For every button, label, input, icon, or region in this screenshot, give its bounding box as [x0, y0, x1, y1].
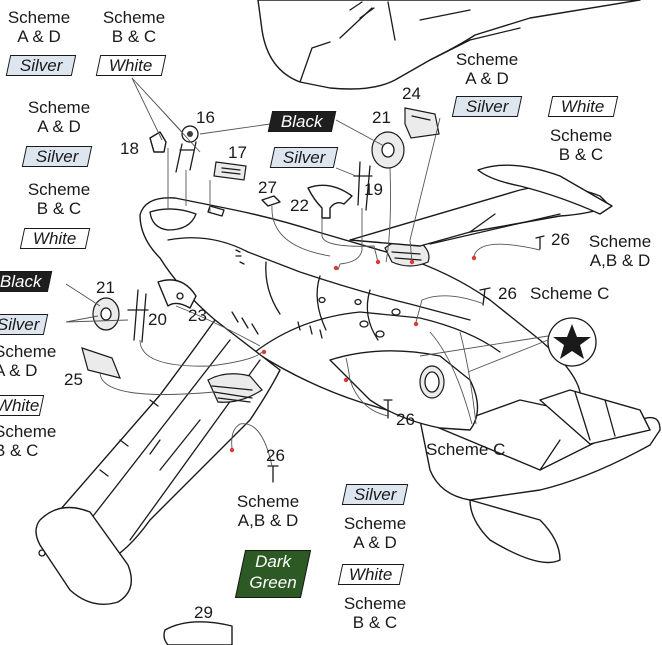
color-box-silver-2: Silver [21, 146, 93, 167]
part-17-shape [213, 161, 247, 181]
color-box-silver-5: Silver [451, 96, 523, 117]
part-number-25: 25 [64, 370, 83, 389]
part-23-door [157, 279, 197, 309]
left-tip-tank [35, 506, 132, 605]
part-19-strut [353, 161, 373, 211]
part-number-26-d: 26 [266, 446, 285, 465]
part-25-panel [81, 347, 121, 379]
attachment-markers [229, 255, 477, 453]
part-number-26-a: 26 [551, 230, 570, 249]
scheme-label-bc-4: Scheme B & C [549, 126, 613, 164]
tail-boom [419, 389, 661, 564]
scheme-label-ad-4: Scheme A & D [455, 50, 519, 88]
color-box-black-2: Black [0, 271, 53, 292]
fuselage [139, 197, 581, 424]
gear-bay [207, 373, 263, 403]
scheme-label-ad-2: Scheme A & D [27, 98, 91, 136]
star-insignia-icon [547, 317, 597, 367]
part-number-24: 24 [402, 84, 421, 103]
scheme-label-ad-1: Scheme A & D [7, 8, 71, 46]
part-27-shape [261, 195, 281, 207]
part-number-29: 29 [194, 603, 213, 622]
scheme-label-bc-3: Scheme B & C [0, 422, 57, 460]
scheme-label-ad-3: Scheme A & D [0, 342, 57, 380]
part-21-left-wheel [92, 297, 120, 331]
scheme-label-ad-5: Scheme A & D [343, 514, 407, 552]
color-box-silver-4: Silver [269, 147, 339, 168]
part-number-16: 16 [196, 108, 215, 127]
scheme-label-bc-5: Scheme B & C [343, 594, 407, 632]
color-box-white-3: White [0, 395, 45, 416]
scheme-label-abd-2: Scheme A,B & D [236, 492, 300, 530]
color-box-silver-6: Silver [341, 484, 409, 505]
color-box-white-5: White [337, 564, 405, 585]
color-box-white-4: White [547, 96, 619, 117]
scheme-label-bc-2: Scheme B & C [27, 180, 91, 218]
scheme-label-abd-1: Scheme A,B & D [588, 232, 652, 270]
part-number-17: 17 [228, 143, 247, 162]
color-box-white-2: White [19, 228, 91, 249]
scheme-label-c-1: Scheme C [530, 284, 610, 303]
engine-intake [329, 350, 479, 431]
part-16-shape [175, 125, 199, 173]
color-box-dark-green: Dark Green [234, 550, 312, 598]
part-24-shape [404, 107, 440, 139]
part-number-27: 27 [258, 178, 277, 197]
part-number-19: 19 [364, 180, 383, 199]
right-wing [349, 164, 613, 247]
upper-aircraft-outline [257, 0, 641, 90]
part-18-shape [149, 131, 167, 153]
part-number-20: 20 [148, 310, 167, 329]
color-box-silver-1: Silver [5, 55, 77, 76]
part-number-26-c: 26 [396, 410, 415, 429]
leader-lines [65, 77, 549, 467]
part-21-right-wheel [371, 131, 405, 169]
scheme-label-bc-1: Scheme B & C [102, 8, 166, 46]
part-number-18: 18 [120, 139, 139, 158]
part-number-22: 22 [290, 196, 309, 215]
part-number-21-right: 21 [372, 108, 391, 127]
color-box-white-1: White [95, 55, 167, 76]
color-box-black-1: Black [267, 111, 337, 132]
part-20-strut [127, 289, 149, 343]
part-number-23: 23 [188, 306, 207, 325]
color-box-silver-3: Silver [0, 314, 49, 335]
part-number-26-b: 26 [498, 284, 517, 303]
part-number-21-left: 21 [96, 278, 115, 297]
part-22-door [307, 184, 353, 219]
part-26-antennas [267, 235, 545, 483]
scheme-label-c-2: Scheme C [426, 440, 506, 459]
drop-tank-29 [163, 621, 233, 645]
